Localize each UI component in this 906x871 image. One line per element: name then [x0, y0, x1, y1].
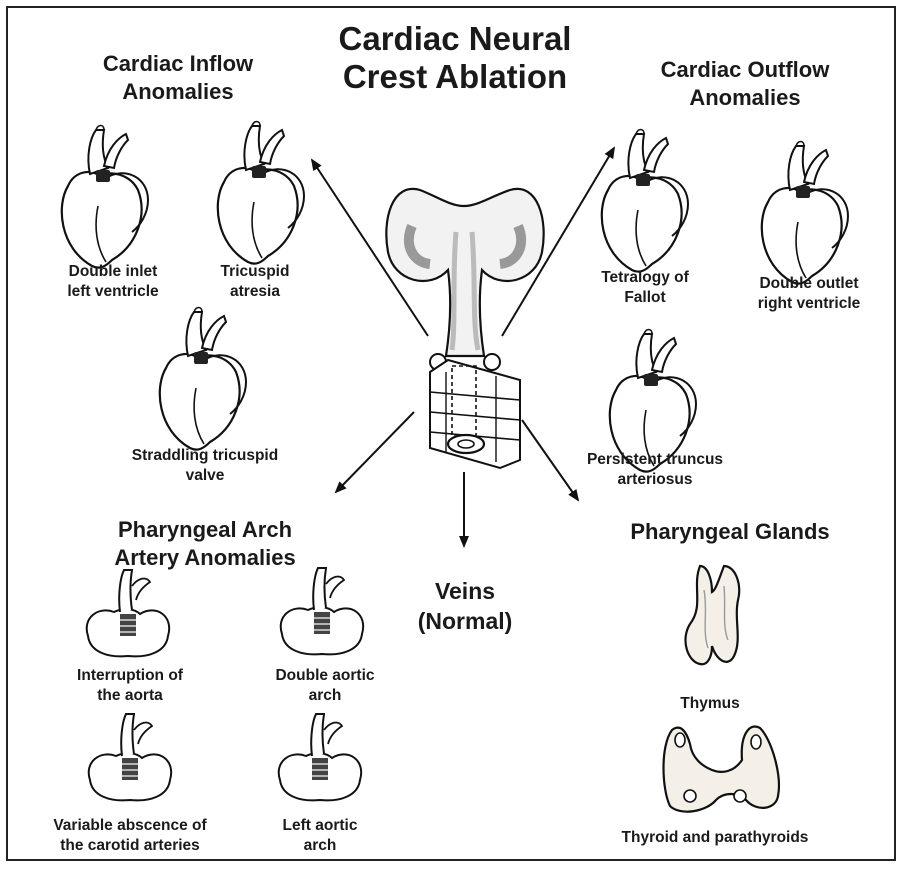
heart-icon: [160, 308, 246, 450]
caption-line: Variable abscence of: [30, 816, 230, 836]
caption-line: Thymus: [660, 694, 760, 714]
caption-left-arch: Left aortic arch: [260, 816, 380, 856]
caption-truncus: Persistent truncus arteriosus: [560, 450, 750, 490]
aortic-arch-icon: [279, 714, 361, 800]
caption-line: Persistent truncus: [560, 450, 750, 470]
section-pharyngeal-arch: Pharyngeal Arch Artery Anomalies: [70, 516, 340, 572]
caption-line: Double aortic: [250, 666, 400, 686]
caption-line: Double inlet: [38, 262, 188, 282]
caption-straddling-valve: Straddling tricuspid valve: [100, 446, 310, 486]
caption-line: Double outlet: [734, 274, 884, 294]
section-line: Pharyngeal Glands: [585, 518, 875, 546]
caption-line: left ventricle: [38, 282, 188, 302]
caption-line: right ventricle: [734, 294, 884, 314]
caption-line: Thyroid and parathyroids: [590, 828, 840, 848]
heart-icon: [218, 122, 304, 264]
caption-thymus: Thymus: [660, 694, 760, 714]
caption-line: Straddling tricuspid: [100, 446, 310, 466]
section-line: Artery Anomalies: [70, 544, 340, 572]
thymus-icon: [685, 566, 739, 664]
section-line: Anomalies: [620, 84, 870, 112]
section-line: Cardiac Inflow: [58, 50, 298, 78]
aortic-arch-icon: [89, 714, 171, 800]
caption-double-inlet: Double inlet left ventricle: [38, 262, 188, 302]
section-line: Cardiac Outflow: [620, 56, 870, 84]
caption-line: Left aortic: [260, 816, 380, 836]
caption-line: Fallot: [580, 288, 710, 308]
caption-line: Tetralogy of: [580, 268, 710, 288]
section-veins: Veins (Normal): [400, 576, 530, 636]
caption-line: atresia: [200, 282, 310, 302]
caption-double-outlet: Double outlet right ventricle: [734, 274, 884, 314]
section-line: (Normal): [400, 606, 530, 636]
caption-thyroid: Thyroid and parathyroids: [590, 828, 840, 848]
caption-line: the carotid arteries: [30, 836, 230, 856]
section-cardiac-outflow: Cardiac Outflow Anomalies: [620, 56, 870, 112]
caption-line: arteriosus: [560, 470, 750, 490]
caption-line: valve: [100, 466, 310, 486]
thyroid-icon: [664, 726, 779, 811]
heart-icon: [62, 126, 148, 268]
section-line: Veins: [400, 576, 530, 606]
section-line: Pharyngeal Arch: [70, 516, 340, 544]
caption-interruption: Interruption of the aorta: [50, 666, 210, 706]
section-line: Anomalies: [58, 78, 298, 106]
diagram-title: Cardiac Neural Crest Ablation: [300, 20, 610, 96]
section-pharyngeal-glands: Pharyngeal Glands: [585, 518, 875, 546]
heart-icon: [762, 142, 848, 284]
caption-tetralogy: Tetralogy of Fallot: [580, 268, 710, 308]
caption-carotid: Variable abscence of the carotid arterie…: [30, 816, 230, 856]
title-line-1: Cardiac Neural: [300, 20, 610, 58]
heart-icon: [602, 130, 688, 272]
aortic-arch-icon: [281, 568, 363, 654]
title-line-2: Crest Ablation: [300, 58, 610, 96]
caption-line: Interruption of: [50, 666, 210, 686]
caption-line: Tricuspid: [200, 262, 310, 282]
caption-double-arch: Double aortic arch: [250, 666, 400, 706]
embryo-icon: [386, 189, 543, 468]
aortic-arch-icon: [87, 570, 169, 656]
section-cardiac-inflow: Cardiac Inflow Anomalies: [58, 50, 298, 106]
caption-line: the aorta: [50, 686, 210, 706]
caption-tricuspid-atresia: Tricuspid atresia: [200, 262, 310, 302]
caption-line: arch: [260, 836, 380, 856]
caption-line: arch: [250, 686, 400, 706]
